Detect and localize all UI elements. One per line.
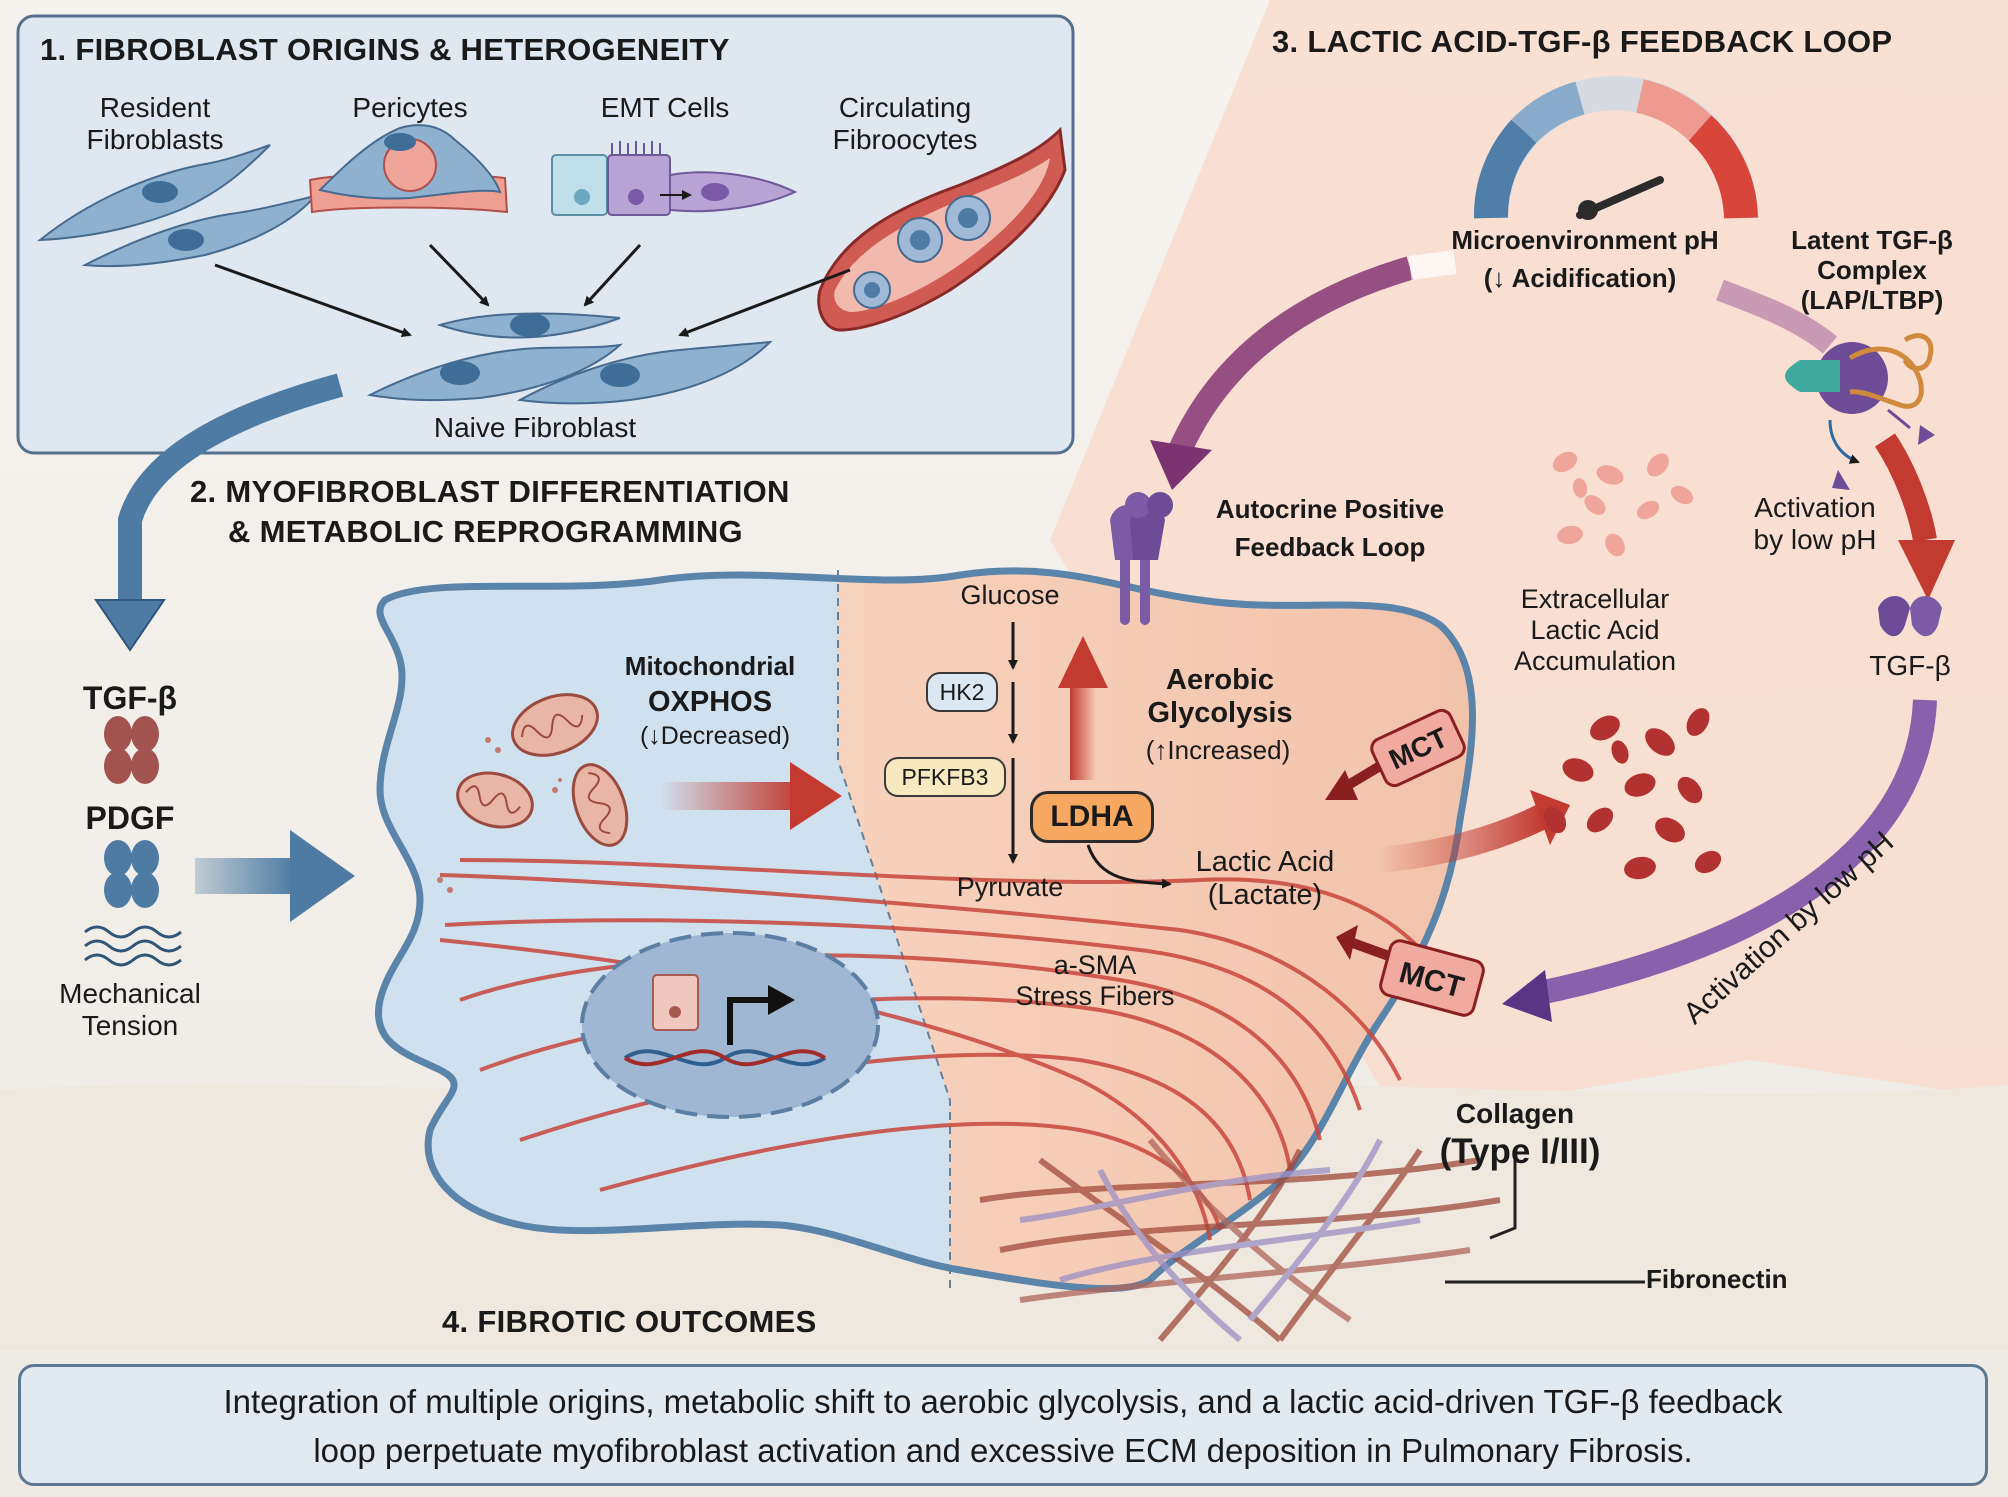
aerobic-line1: Aerobic xyxy=(1166,664,1274,696)
latent-tgf-complex-label: Latent TGF-β Complex (LAP/LTBP) xyxy=(1752,225,1992,316)
summary-line1: Integration of multiple origins, metabol… xyxy=(223,1383,1783,1420)
ldha-enzyme: LDHA xyxy=(1030,791,1154,843)
pdgf-label: PDGF xyxy=(85,800,175,836)
mct-transporter-lower xyxy=(1379,939,1485,1017)
lactic-acid-line2: (Lactate) xyxy=(1207,879,1323,912)
fibronectin-label: Fibronectin xyxy=(1646,1264,1788,1294)
circulating-fibrocytes-label: Circulating Fibroocytes xyxy=(815,92,995,156)
microenvironment-ph-label: Microenvironment pH xyxy=(1451,225,1719,255)
extracellular-line1: Extracellular xyxy=(1520,584,1670,614)
activation-line1: Activation xyxy=(1754,492,1876,523)
collagen-type-label: (Type I/III) xyxy=(1439,1132,1601,1171)
mechanical-line2: Tension xyxy=(81,1010,179,1042)
autocrine-line1: Autocrine Positive xyxy=(1215,494,1445,524)
lactic-acid-label: Lactic Acid (Lactate) xyxy=(1170,846,1360,913)
hk2-enzyme: HK2 xyxy=(926,672,998,712)
activation-line2: by low pH xyxy=(1753,524,1877,556)
latent-line1: Latent TGF-β xyxy=(1791,225,1953,255)
section2-title-line2: & METABOLIC REPROGRAMMING xyxy=(228,514,743,549)
latent-line3: (LAP/LTBP) xyxy=(1800,284,1944,315)
sma-line2: Stress Fibers xyxy=(1015,981,1175,1012)
circulating-line2: Fibroocytes xyxy=(832,124,978,156)
extracellular-lactic-acid-label: Extracellular Lactic Acid Accumulation xyxy=(1480,584,1710,677)
active-tgf-beta-label: TGF-β xyxy=(1869,650,1951,681)
section3-title: 3. LACTIC ACID-TGF-β FEEDBACK LOOP xyxy=(1272,24,1893,59)
mct-transporter-upper xyxy=(1370,708,1466,788)
collagen-label: Collagen xyxy=(1455,1098,1575,1129)
summary-box: Integration of multiple origins, metabol… xyxy=(18,1364,1988,1486)
section1-title: 1. FIBROBLAST ORIGINS & HETEROGENEITY xyxy=(40,32,730,67)
resident-line2: Fibroblasts xyxy=(86,124,224,156)
mechanical-tension-label: Mechanical Tension xyxy=(30,978,230,1042)
pyruvate-label: Pyruvate xyxy=(956,872,1064,902)
mechanical-line1: Mechanical xyxy=(59,978,201,1009)
extracellular-line2: Lactic Acid xyxy=(1530,615,1660,646)
pericytes-label: Pericytes xyxy=(352,92,468,123)
naive-fibroblast-label: Naive Fibroblast xyxy=(433,412,637,443)
oxphos-label: OXPHOS xyxy=(647,686,773,718)
mitochondrial-label: Mitochondrial xyxy=(624,651,796,681)
section2-title-line1: 2. MYOFIBROBLAST DIFFERENTIATION xyxy=(190,474,790,509)
aerobic-line2: Glycolysis xyxy=(1147,697,1293,730)
extracellular-line3: Accumulation xyxy=(1513,646,1677,677)
aerobic-glycolysis-label: Aerobic Glycolysis xyxy=(1120,664,1320,731)
activation-low-ph-label: Activation by low pH xyxy=(1720,492,1910,556)
resident-fibroblasts-label: Resident Fibroblasts xyxy=(60,92,250,156)
autocrine-feedback-label: Autocrine Positive Feedback Loop xyxy=(1190,490,1470,566)
section4-title: 4. FIBROTIC OUTCOMES xyxy=(442,1304,817,1339)
oxphos-decreased-label: (↓Decreased) xyxy=(639,722,791,750)
stress-fibers-label: a-SMA Stress Fibers xyxy=(990,950,1200,1012)
resident-line1: Resident xyxy=(99,92,211,123)
sma-line1: a-SMA xyxy=(1053,950,1137,980)
glucose-label: Glucose xyxy=(960,580,1060,610)
tgf-beta-label: TGF-β xyxy=(82,680,178,716)
pfkfb3-enzyme: PFKFB3 xyxy=(884,757,1006,797)
acidification-label: (↓ Acidification) xyxy=(1483,263,1677,293)
emt-cells-label: EMT Cells xyxy=(600,92,730,123)
glycolysis-increased-label: (↑Increased) xyxy=(1145,735,1291,765)
summary-line2: loop perpetuate myofibroblast activation… xyxy=(313,1432,1693,1469)
circulating-line1: Circulating xyxy=(838,92,972,123)
lactic-acid-line1: Lactic Acid xyxy=(1195,846,1335,878)
latent-line2: Complex xyxy=(1817,254,1927,285)
autocrine-line2: Feedback Loop xyxy=(1234,532,1426,562)
